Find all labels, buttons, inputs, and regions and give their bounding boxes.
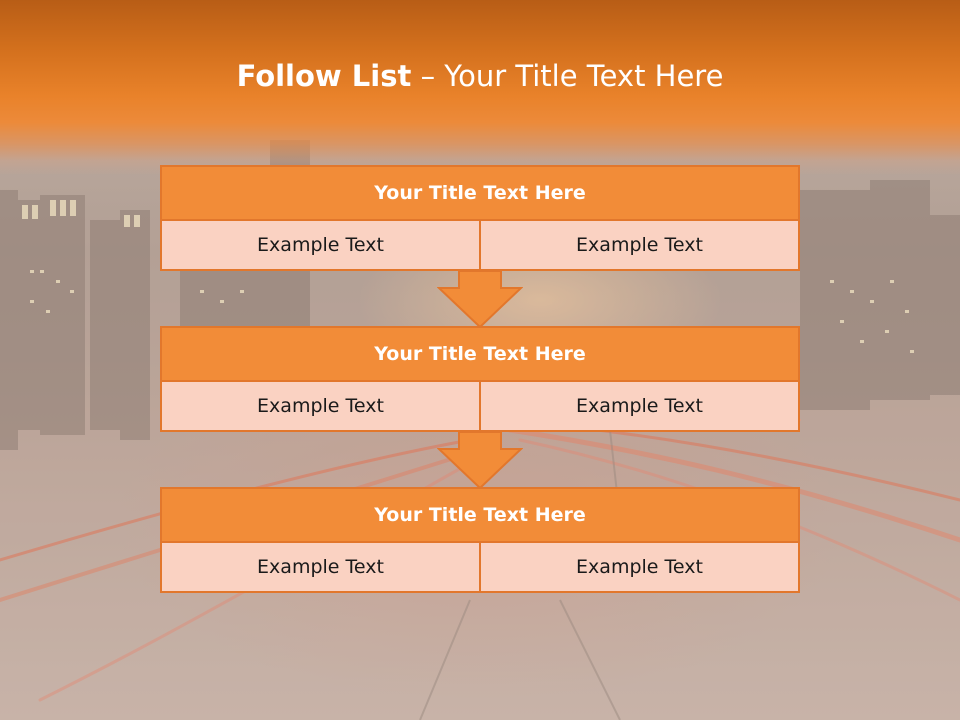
block-cell-left: Example Text	[162, 543, 479, 591]
block-cell-right: Example Text	[481, 221, 798, 269]
arrow-down-icon	[437, 270, 523, 328]
block-title: Your Title Text Here	[160, 165, 800, 221]
block-title: Your Title Text Here	[160, 487, 800, 543]
follow-list-block-2: Your Title Text Here Example Text Exampl…	[160, 326, 800, 432]
block-cell-right: Example Text	[481, 543, 798, 591]
slide-title-bold: Follow List	[236, 59, 412, 93]
block-row: Example Text Example Text	[160, 382, 800, 432]
slide-title: Follow List – Your Title Text Here	[0, 52, 960, 100]
block-cell-left: Example Text	[162, 382, 479, 430]
arrow-down-icon	[437, 431, 523, 489]
follow-list-block-3: Your Title Text Here Example Text Exampl…	[160, 487, 800, 593]
block-title: Your Title Text Here	[160, 326, 800, 382]
slide-title-rest: – Your Title Text Here	[411, 59, 724, 93]
slide-header	[0, 0, 960, 175]
block-row: Example Text Example Text	[160, 221, 800, 271]
block-cell-right: Example Text	[481, 382, 798, 430]
follow-list-block-1: Your Title Text Here Example Text Exampl…	[160, 165, 800, 271]
block-cell-left: Example Text	[162, 221, 479, 269]
block-row: Example Text Example Text	[160, 543, 800, 593]
